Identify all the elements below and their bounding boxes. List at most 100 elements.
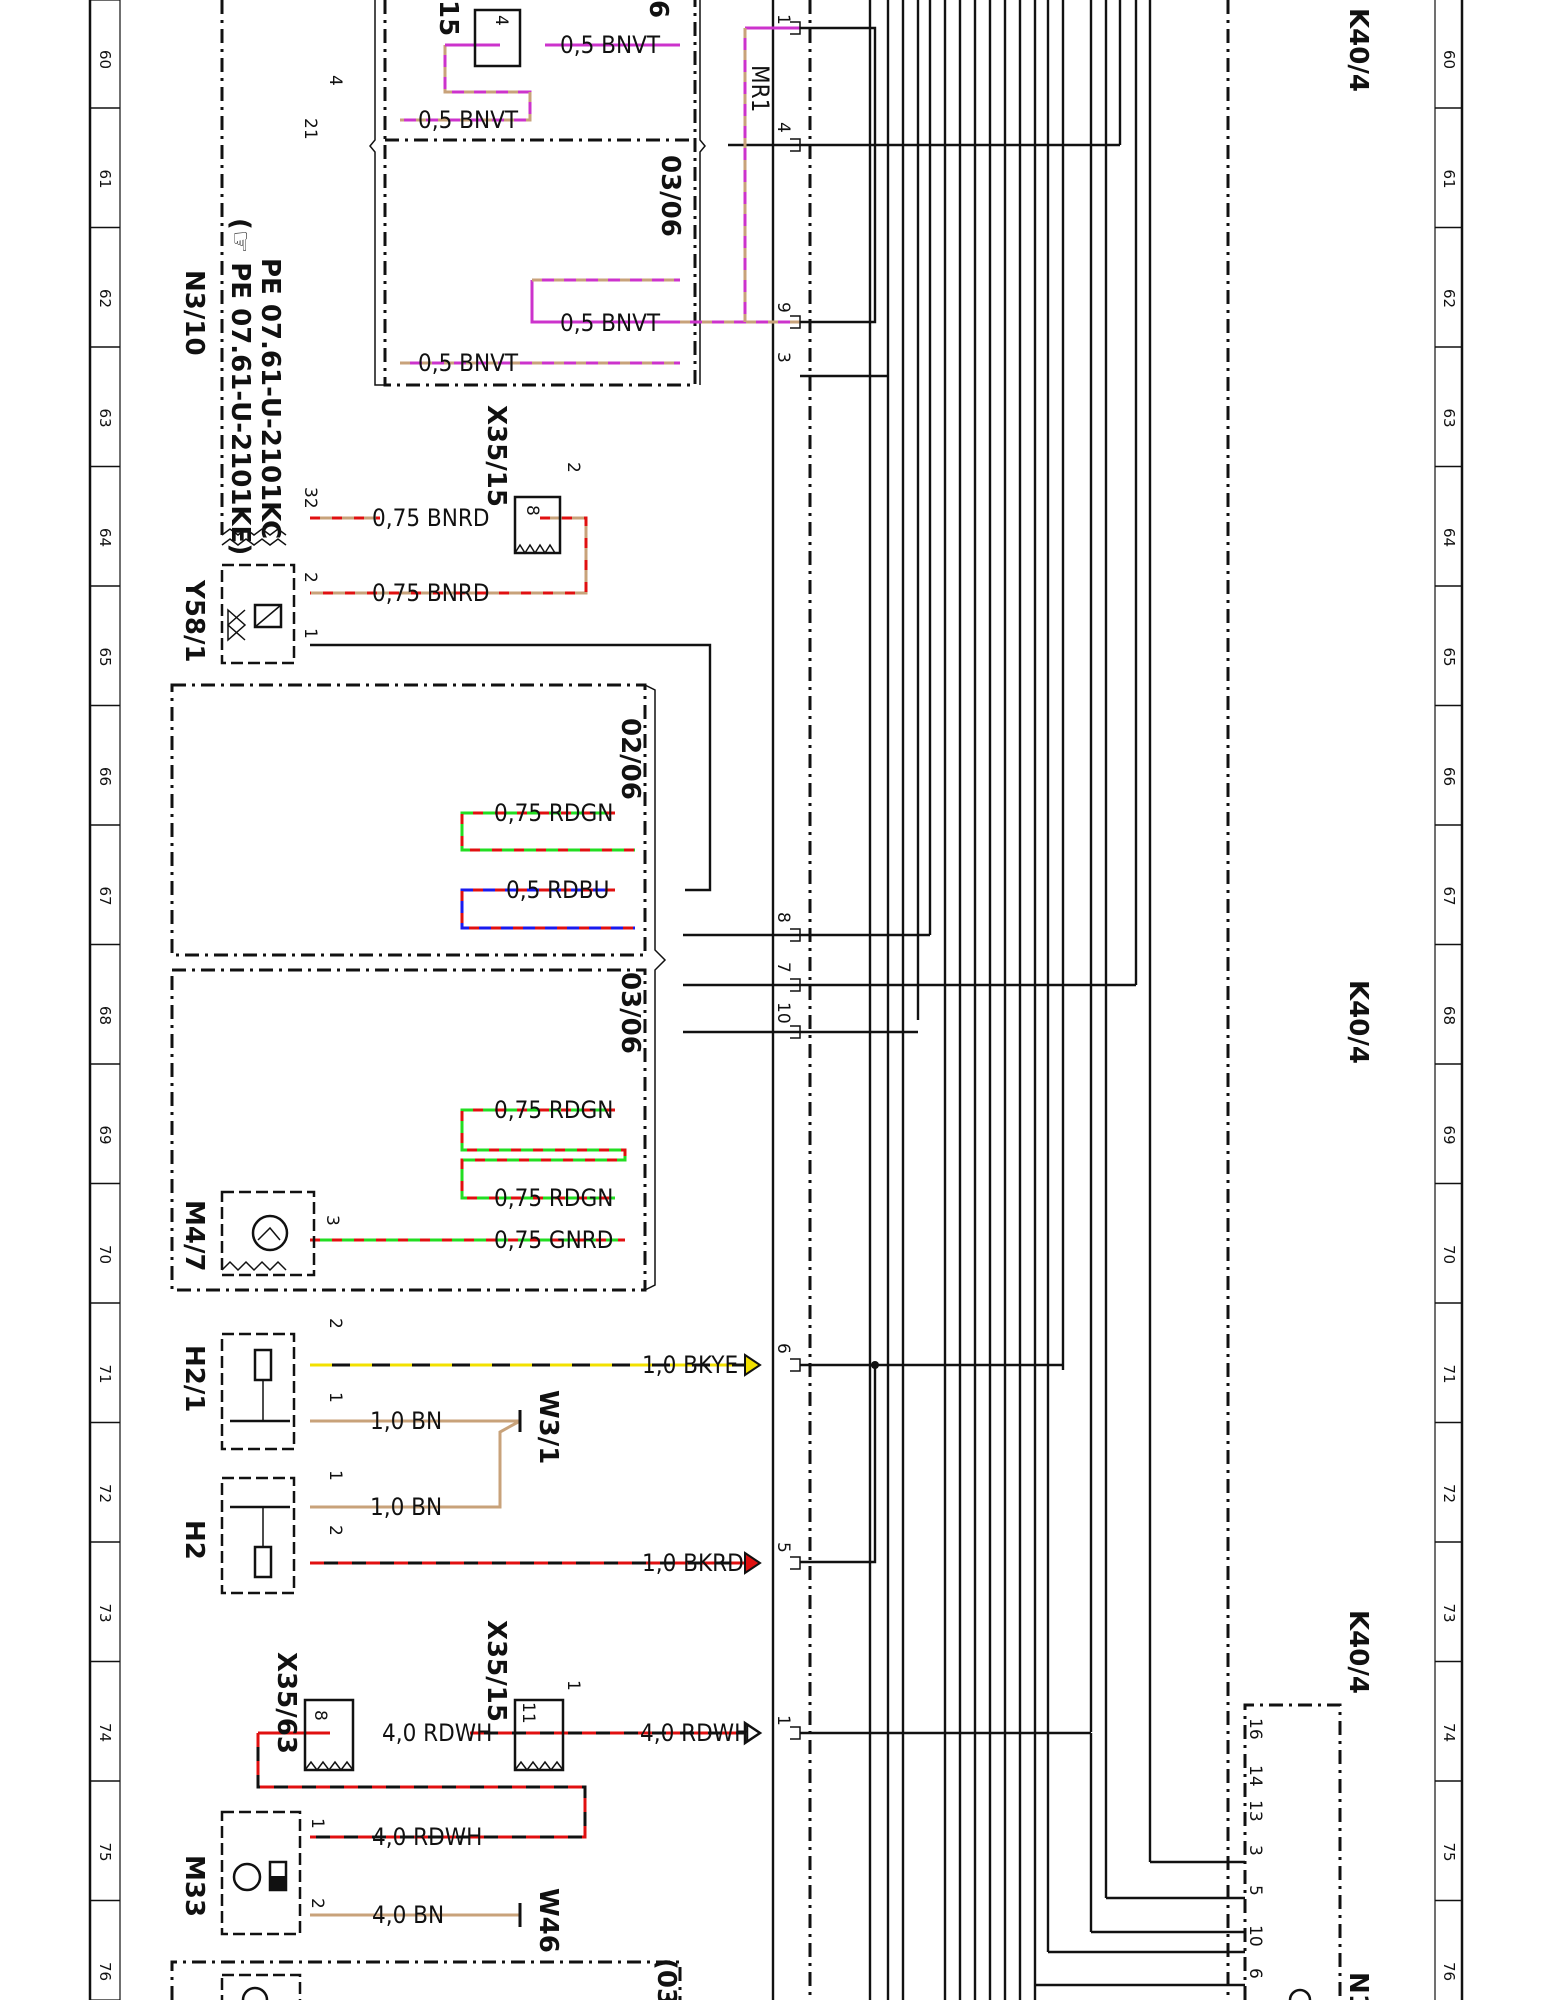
svg-text:8: 8 xyxy=(522,505,542,516)
grid-number: 62 xyxy=(96,289,114,308)
svg-text:3: 3 xyxy=(773,352,793,363)
svg-text:11: 11 xyxy=(518,1702,538,1724)
wire-bnvt-4: 0,5 BNVT xyxy=(418,349,519,377)
grid-number: 74 xyxy=(96,1723,114,1742)
grid-border-right xyxy=(1434,0,1464,2000)
grid-number: 75 xyxy=(96,1843,114,1862)
pin-labels: 4 4 21 32 2 8 2 1 3 2 1 1 2 8 1 11 1 2 1… xyxy=(300,14,1265,1979)
label-h2-1: H2/1 xyxy=(179,1345,209,1412)
wires-bnrd xyxy=(310,516,588,595)
wire-bnrd-1: 0,75 BNRD xyxy=(372,504,490,532)
label-pe-ref-ke: (☞ PE 07.61-U-2101KE) xyxy=(225,218,255,555)
svg-text:6: 6 xyxy=(773,1343,793,1354)
x35-15-bottom-connector xyxy=(513,1698,565,1772)
ref-03-06-upper: 03/06 xyxy=(655,155,685,237)
grid-number: 69 xyxy=(96,1126,114,1145)
k40-4-pin-ticks xyxy=(790,21,801,1740)
module-top-bracket xyxy=(369,0,385,386)
ref-03-06-lower: 03/06 xyxy=(615,972,645,1054)
svg-text:14: 14 xyxy=(1245,1765,1265,1787)
n3-10-break-mark-2 xyxy=(221,538,287,546)
wire-bkye: 1,0 BKYE xyxy=(642,1351,738,1379)
label-k40-4-top: K40/4 xyxy=(1343,8,1373,92)
label-pe-ref-kc: PE 07.61-U-2101KC xyxy=(255,258,285,539)
grid-number: 60 xyxy=(96,50,114,69)
label-n1-partial: N1 xyxy=(1343,1972,1373,2000)
grid-number: 66 xyxy=(96,767,114,786)
label-m33: M33 xyxy=(179,1855,209,1917)
svg-text:4: 4 xyxy=(491,15,511,26)
h2-horn xyxy=(220,1476,296,1595)
x35-63-connector xyxy=(303,1698,355,1772)
wire-rdbu: 0,5 RDBU xyxy=(506,876,609,904)
svg-text:1: 1 xyxy=(307,1818,327,1829)
svg-text:2: 2 xyxy=(325,1525,345,1536)
svg-text:1: 1 xyxy=(773,14,793,25)
label-m4-7: M4/7 xyxy=(179,1200,209,1272)
grid-number: 73 xyxy=(96,1604,114,1623)
svg-text:21: 21 xyxy=(300,118,320,140)
svg-text:8: 8 xyxy=(310,1710,330,1721)
svg-text:13: 13 xyxy=(1245,1800,1265,1822)
grid-number: 64 xyxy=(1440,528,1458,547)
grid-border-left xyxy=(88,0,121,2000)
svg-text:3: 3 xyxy=(322,1215,342,1226)
svg-text:1: 1 xyxy=(773,1715,793,1726)
wires-rdgn-rdbu xyxy=(310,811,635,1242)
svg-text:32: 32 xyxy=(300,487,320,509)
svg-text:9: 9 xyxy=(773,302,793,313)
n1-frame xyxy=(1243,1703,1342,2000)
n1-partial-symbol xyxy=(1288,1988,1312,2000)
wire-bn-4: 4,0 BN xyxy=(372,1901,444,1929)
grid-number: 74 xyxy=(1440,1723,1458,1742)
frame-bracket-mid xyxy=(644,684,667,1291)
grid-number: 72 xyxy=(1440,1484,1458,1503)
bus-taps xyxy=(310,26,1245,1987)
label-y58-1: Y58/1 xyxy=(179,579,209,663)
svg-text:5: 5 xyxy=(773,1542,793,1553)
m33-motor xyxy=(220,1810,302,1936)
grid-number: 61 xyxy=(1440,170,1458,189)
svg-text:1: 1 xyxy=(325,1470,345,1481)
label-k40-4-bottom: K40/4 xyxy=(1343,1610,1373,1694)
grid-number: 67 xyxy=(96,887,114,906)
svg-text:2: 2 xyxy=(307,1898,327,1909)
svg-text:1: 1 xyxy=(300,628,320,639)
frame-02-06 xyxy=(170,683,647,957)
bottom-partial-component xyxy=(220,1973,302,2000)
y58-1-valve xyxy=(220,563,296,665)
svg-text:5: 5 xyxy=(1245,1885,1265,1896)
grid-number: 61 xyxy=(96,170,114,189)
wire-bnvt-3: 0,5 BNVT xyxy=(560,309,661,337)
svg-text:6: 6 xyxy=(1245,1968,1265,1979)
label-mr1: MR1 xyxy=(746,65,774,112)
svg-text:2: 2 xyxy=(300,572,320,583)
svg-text:10: 10 xyxy=(1245,1925,1265,1947)
wire-rdwh-2: 4,0 RDWH xyxy=(640,1719,750,1747)
svg-text:4: 4 xyxy=(325,75,345,86)
module-top-bracket-right xyxy=(699,0,706,385)
n3-10-break-mark xyxy=(221,528,287,536)
grid-number: 65 xyxy=(1440,648,1458,667)
connector-arrows xyxy=(743,1353,763,1746)
frame-bottom-partial xyxy=(170,1960,682,2000)
grid-number: 65 xyxy=(96,648,114,667)
grid-number: 64 xyxy=(96,528,114,547)
m4-7-blower xyxy=(220,1190,316,1277)
wire-rdgn-2: 0,75 RDGN xyxy=(494,1096,613,1124)
wire-bnvt-2: 0,5 BNVT xyxy=(418,106,519,134)
grid-number: 68 xyxy=(1440,1006,1458,1025)
svg-text:8: 8 xyxy=(773,912,793,923)
wire-bnrd-2: 0,75 BNRD xyxy=(372,579,490,607)
svg-text:2: 2 xyxy=(325,1318,345,1329)
wire-bn-2: 1,0 BN xyxy=(370,1493,442,1521)
grid-number: 60 xyxy=(1440,50,1458,69)
wire-rdgn-3: 0,75 RDGN xyxy=(494,1184,613,1212)
wire-bkrd: 1,0 BKRD xyxy=(642,1549,744,1577)
label-x35-63: X35/63 xyxy=(271,1652,301,1754)
grid-number: 76 xyxy=(1440,1962,1458,1981)
wires-h2 xyxy=(310,1363,755,1565)
grid-number: 69 xyxy=(1440,1126,1458,1145)
